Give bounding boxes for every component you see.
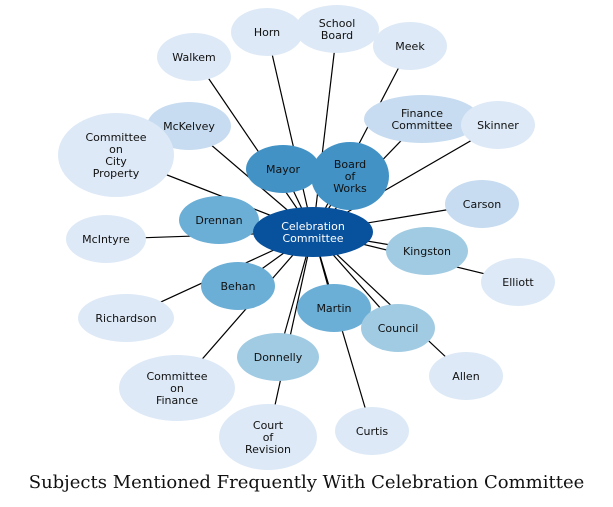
- node-martin: Martin: [297, 284, 371, 332]
- node-horn: Horn: [231, 8, 303, 56]
- node-mcintyre: McIntyre: [66, 215, 146, 263]
- node-elliott: Elliott: [481, 258, 555, 306]
- node-label-richardson: Richardson: [95, 312, 156, 325]
- node-ellipse-martin: [297, 284, 371, 332]
- node-label-mayor: Mayor: [266, 163, 300, 176]
- node-ellipse-elliott: [481, 258, 555, 306]
- node-council: Council: [361, 304, 435, 352]
- node-meek: Meek: [373, 22, 447, 70]
- node-label-curtis: Curtis: [356, 425, 389, 438]
- node-kingston: Kingston: [386, 227, 468, 275]
- node-ellipse-mcintyre: [66, 215, 146, 263]
- node-ellipse-finance-committee: [364, 95, 480, 143]
- node-label-mckelvey: McKelvey: [163, 120, 215, 133]
- node-donnelly: Donnelly: [237, 333, 319, 381]
- node-ellipse-council: [361, 304, 435, 352]
- node-label-kingston: Kingston: [403, 245, 451, 258]
- node-label-donnelly: Donnelly: [254, 351, 303, 364]
- node-label-meek: Meek: [395, 40, 425, 53]
- node-behan: Behan: [201, 262, 275, 310]
- node-ellipse-carson: [445, 180, 519, 228]
- diagram-caption: Subjects Mentioned Frequently With Celeb…: [28, 472, 585, 493]
- node-ellipse-committee-on-finance: [119, 355, 235, 421]
- node-curtis: Curtis: [335, 407, 409, 455]
- edge-center-curtis: [312, 231, 373, 432]
- node-label-elliott: Elliott: [502, 276, 534, 289]
- node-label-allen: Allen: [452, 370, 479, 383]
- node-ellipse-committee-city-property: [58, 113, 174, 197]
- node-label-drennan: Drennan: [195, 214, 242, 227]
- node-skinner: Skinner: [461, 101, 535, 149]
- node-carson: Carson: [445, 180, 519, 228]
- node-label-walkem: Walkem: [172, 51, 215, 64]
- node-label-mcintyre: McIntyre: [82, 233, 130, 246]
- edge-center-allen: [312, 231, 467, 377]
- node-ellipse-drennan: [179, 196, 259, 244]
- node-mayor: Mayor: [246, 145, 320, 193]
- node-label-martin: Martin: [316, 302, 351, 315]
- node-ellipse-mayor: [246, 145, 320, 193]
- edge-center-school-board: [312, 28, 338, 233]
- node-ellipse-kingston: [386, 227, 468, 275]
- node-label-horn: Horn: [254, 26, 280, 39]
- node-label-behan: Behan: [221, 280, 256, 293]
- node-richardson: Richardson: [78, 294, 174, 342]
- node-ellipse-horn: [231, 8, 303, 56]
- node-ellipse-school-board: [295, 5, 379, 53]
- node-ellipse-walkem: [157, 33, 231, 81]
- node-ellipse-donnelly: [237, 333, 319, 381]
- edge-center-horn: [266, 31, 314, 233]
- node-ellipse-curtis: [335, 407, 409, 455]
- node-label-council: Council: [378, 322, 419, 335]
- node-label-carson: Carson: [463, 198, 501, 211]
- node-drennan: Drennan: [179, 196, 259, 244]
- node-ellipse-center: [253, 207, 373, 257]
- edge-center-walkem: [193, 56, 314, 233]
- node-allen: Allen: [429, 352, 503, 400]
- node-ellipse-behan: [201, 262, 275, 310]
- node-ellipse-richardson: [78, 294, 174, 342]
- node-ellipse-skinner: [461, 101, 535, 149]
- node-ellipse-court-of-revision: [219, 404, 317, 470]
- node-label-skinner: Skinner: [477, 119, 519, 132]
- node-walkem: Walkem: [157, 33, 231, 81]
- node-ellipse-meek: [373, 22, 447, 70]
- node-ellipse-allen: [429, 352, 503, 400]
- node-ellipse-board-of-works: [311, 142, 389, 210]
